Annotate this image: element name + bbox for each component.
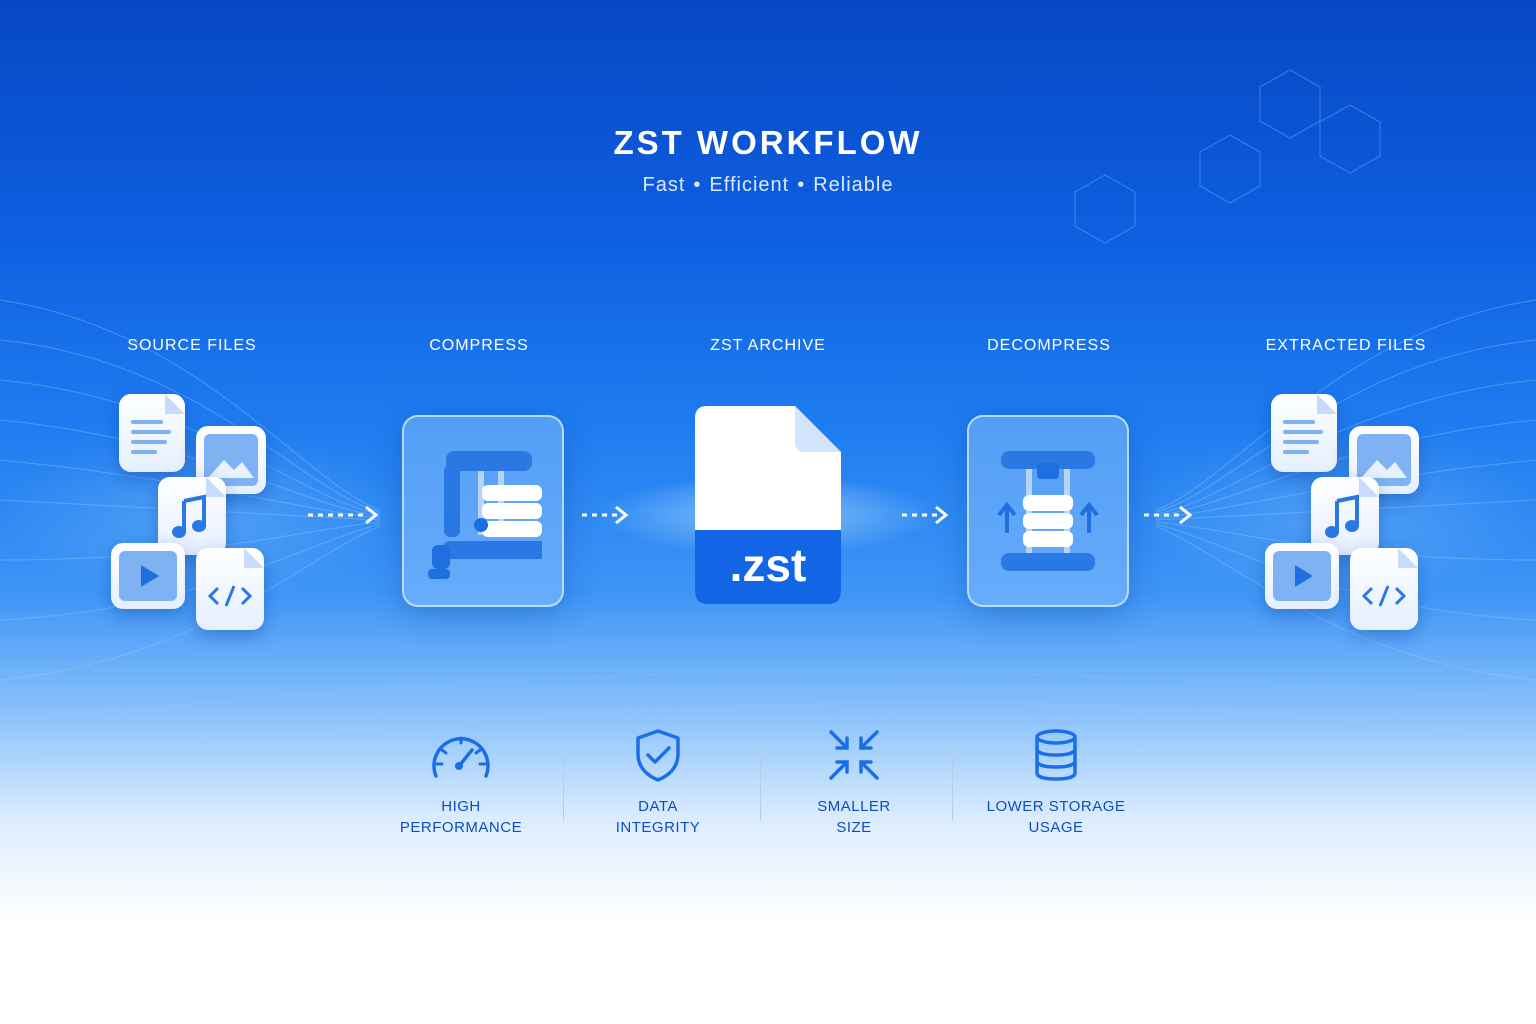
- music-file-icon: [158, 477, 226, 555]
- zst-archive-extension: .zst: [729, 539, 807, 591]
- zst-archive-file-icon: [695, 406, 841, 604]
- database-icon: [1035, 729, 1077, 781]
- shield-check-icon: [636, 729, 680, 782]
- document-file-icon: [1271, 394, 1337, 472]
- subtitle-item: Reliable: [813, 174, 894, 196]
- feature-smaller-size: [754, 728, 954, 787]
- video-file-icon: [111, 543, 185, 609]
- stage-label-extracted-files: EXTRACTED FILES: [1265, 337, 1427, 354]
- feature-divider: [760, 743, 761, 821]
- feature-data-integrity: [558, 728, 758, 787]
- subtitle-item: Efficient: [709, 174, 790, 196]
- compress-tile: [402, 415, 564, 607]
- music-file-icon: [1311, 477, 1379, 555]
- feature-label: DATA INTEGRITY: [615, 798, 701, 836]
- flow-arrow-icon: [308, 505, 379, 525]
- feature-divider: [563, 743, 564, 821]
- feature-divider: [952, 743, 953, 821]
- document-file-icon: [119, 394, 185, 472]
- feature-lower-storage-usage: [956, 728, 1156, 787]
- feature-label: LOWER STORAGE USAGE: [986, 798, 1126, 836]
- page-title: ZST WORKFLOW: [613, 124, 923, 161]
- stage-label-compress: COMPRESS: [429, 337, 529, 354]
- feature-label: HIGH PERFORMANCE: [399, 798, 523, 836]
- flow-arrow-icon: [1144, 505, 1193, 525]
- page-subtitle: Fast • Efficient • Reliable: [0, 174, 1536, 197]
- video-file-icon: [1265, 543, 1339, 609]
- code-file-icon: [1350, 548, 1418, 630]
- code-file-icon: [196, 548, 264, 630]
- feature-high-performance: [361, 728, 561, 787]
- stage-label-decompress: DECOMPRESS: [987, 337, 1111, 354]
- subtitle-separator: •: [797, 174, 806, 196]
- gauge-icon: [432, 736, 490, 778]
- flow-arrow-icon: [582, 505, 629, 525]
- compress-clamp-icon: [428, 451, 542, 579]
- feature-label: SMALLER SIZE: [817, 798, 891, 836]
- subtitle-separator: •: [693, 174, 702, 196]
- compress-arrows-icon: [829, 730, 879, 780]
- subtitle-item: Fast: [642, 174, 686, 196]
- stage-label-zst-archive: ZST ARCHIVE: [710, 337, 826, 354]
- decompress-press-icon: [997, 451, 1099, 571]
- decompress-tile: [967, 415, 1129, 607]
- flow-arrow-icon: [902, 505, 949, 525]
- stage-label-source-files: SOURCE FILES: [127, 337, 257, 354]
- image-file-icon: [1349, 426, 1419, 494]
